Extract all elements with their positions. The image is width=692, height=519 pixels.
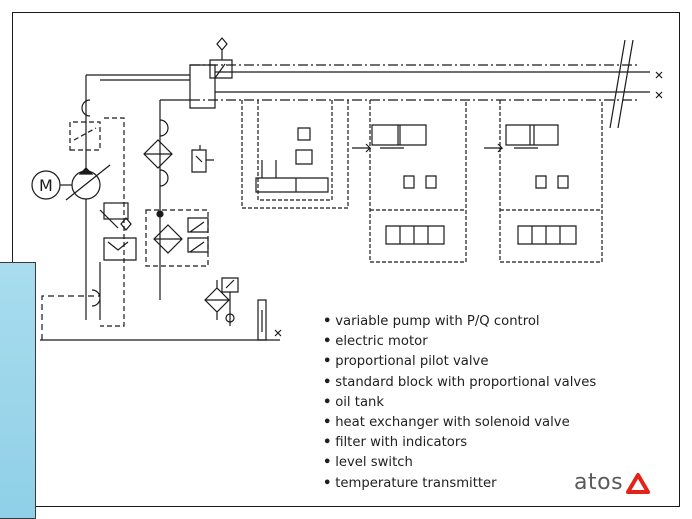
oil-filter-symbol bbox=[204, 280, 230, 320]
legend-item: • level switch bbox=[323, 455, 413, 471]
filter-block-outline bbox=[145, 209, 209, 267]
pump-compensator bbox=[69, 117, 125, 327]
solenoid-valve bbox=[191, 145, 214, 173]
manifold-break bbox=[609, 39, 634, 129]
atos-logo: atos bbox=[574, 470, 651, 495]
legend-item: • variable pump with P/Q control bbox=[323, 314, 540, 329]
legend-item: • heat exchanger with solenoid valve bbox=[323, 415, 570, 431]
variable-pump-symbol bbox=[71, 170, 101, 200]
legend-item: • proportional pilot valve bbox=[323, 354, 489, 370]
legend-item: • oil tank bbox=[323, 394, 385, 410]
heat-exchanger bbox=[143, 139, 173, 169]
return-line bbox=[159, 99, 190, 300]
pilot-relief bbox=[209, 37, 233, 79]
side-panel bbox=[0, 262, 36, 519]
legend-item: • standard block with proportional valve… bbox=[323, 374, 597, 390]
triangle-logo-icon bbox=[626, 473, 651, 494]
legend-item: • temperature transmitter bbox=[323, 475, 497, 491]
brand-wordmark: atos bbox=[574, 470, 624, 495]
legend-item: • filter with indicators bbox=[323, 435, 468, 451]
proportional-pilot-valve bbox=[103, 202, 129, 220]
component-legend: • variable pump with P/Q control • elect… bbox=[323, 312, 596, 494]
level-switch bbox=[257, 299, 267, 341]
dash-line-top bbox=[190, 64, 640, 101]
main-pressure-line bbox=[85, 74, 190, 120]
oil-tank-outline bbox=[41, 295, 100, 340]
proportional-valve-block-2 bbox=[369, 100, 467, 263]
proportional-valve-block-3 bbox=[499, 100, 603, 263]
manifold-lines bbox=[215, 71, 650, 93]
legend-item: • electric motor bbox=[323, 334, 428, 350]
motor-label: M bbox=[39, 176, 53, 195]
filter-symbol bbox=[153, 224, 183, 254]
proportional-valve-block-1 bbox=[241, 100, 349, 209]
temperature-transmitter bbox=[221, 277, 239, 326]
